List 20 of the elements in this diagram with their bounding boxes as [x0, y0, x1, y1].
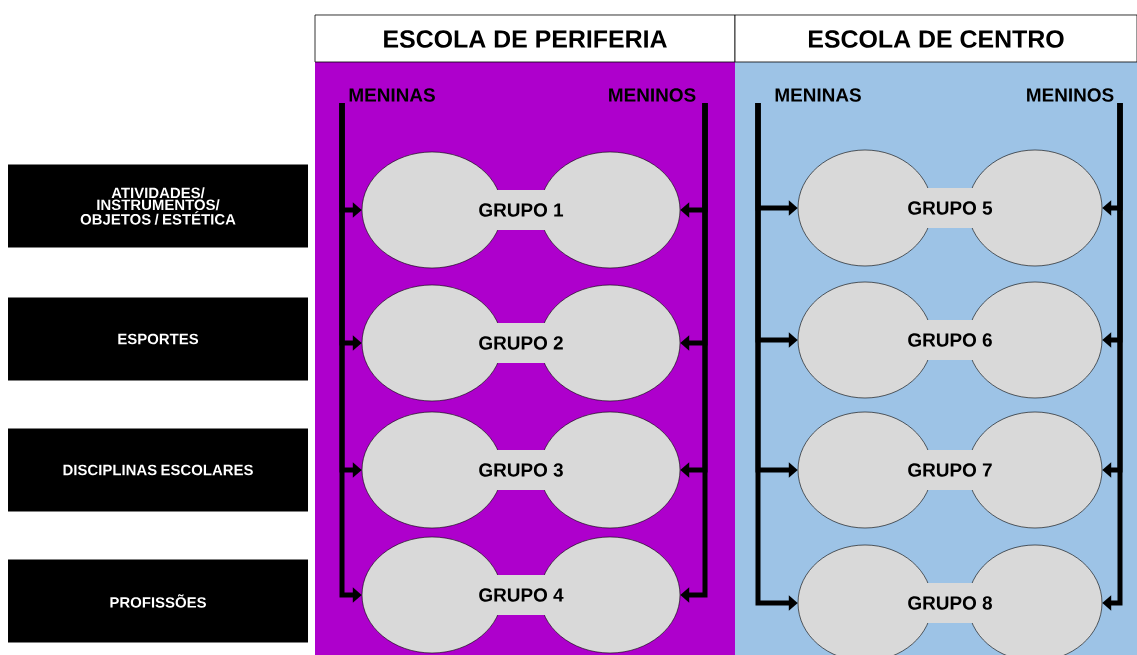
category-box: DISCIPLINAS ESCOLARES — [8, 428, 308, 512]
category-box: ATIVIDADES/ INSTRUMENTOS/ OBJETOS / ESTÉTICA — [8, 164, 308, 248]
bracket-arrow — [1102, 102, 1123, 611]
column-label: MENINOS — [1027, 88, 1114, 102]
group-ellipses: GRUPO 5 — [797, 149, 1103, 267]
column-label: MENINOS — [609, 88, 696, 102]
category-box: ESPORTES — [8, 297, 308, 381]
group-ellipses: GRUPO 6 — [797, 281, 1103, 399]
column-label: MENINAS — [349, 88, 435, 102]
group-ellipses: GRUPO 3 — [361, 411, 681, 529]
node-label: ESCOLA DE PERIFERIA — [384, 30, 667, 48]
column-label: MENINAS — [775, 88, 861, 102]
category-box: PROFISSÕES — [8, 559, 308, 643]
node-label: ESCOLA DE CENTRO — [808, 30, 1064, 48]
group-ellipses: GRUPO 8 — [797, 544, 1103, 655]
group-ellipses: GRUPO 1 — [361, 151, 681, 269]
group-ellipses: GRUPO 7 — [797, 411, 1103, 529]
group-ellipses: GRUPO 4 — [361, 536, 681, 654]
group-ellipses: GRUPO 2 — [361, 284, 681, 402]
bracket-arrow — [680, 102, 708, 603]
